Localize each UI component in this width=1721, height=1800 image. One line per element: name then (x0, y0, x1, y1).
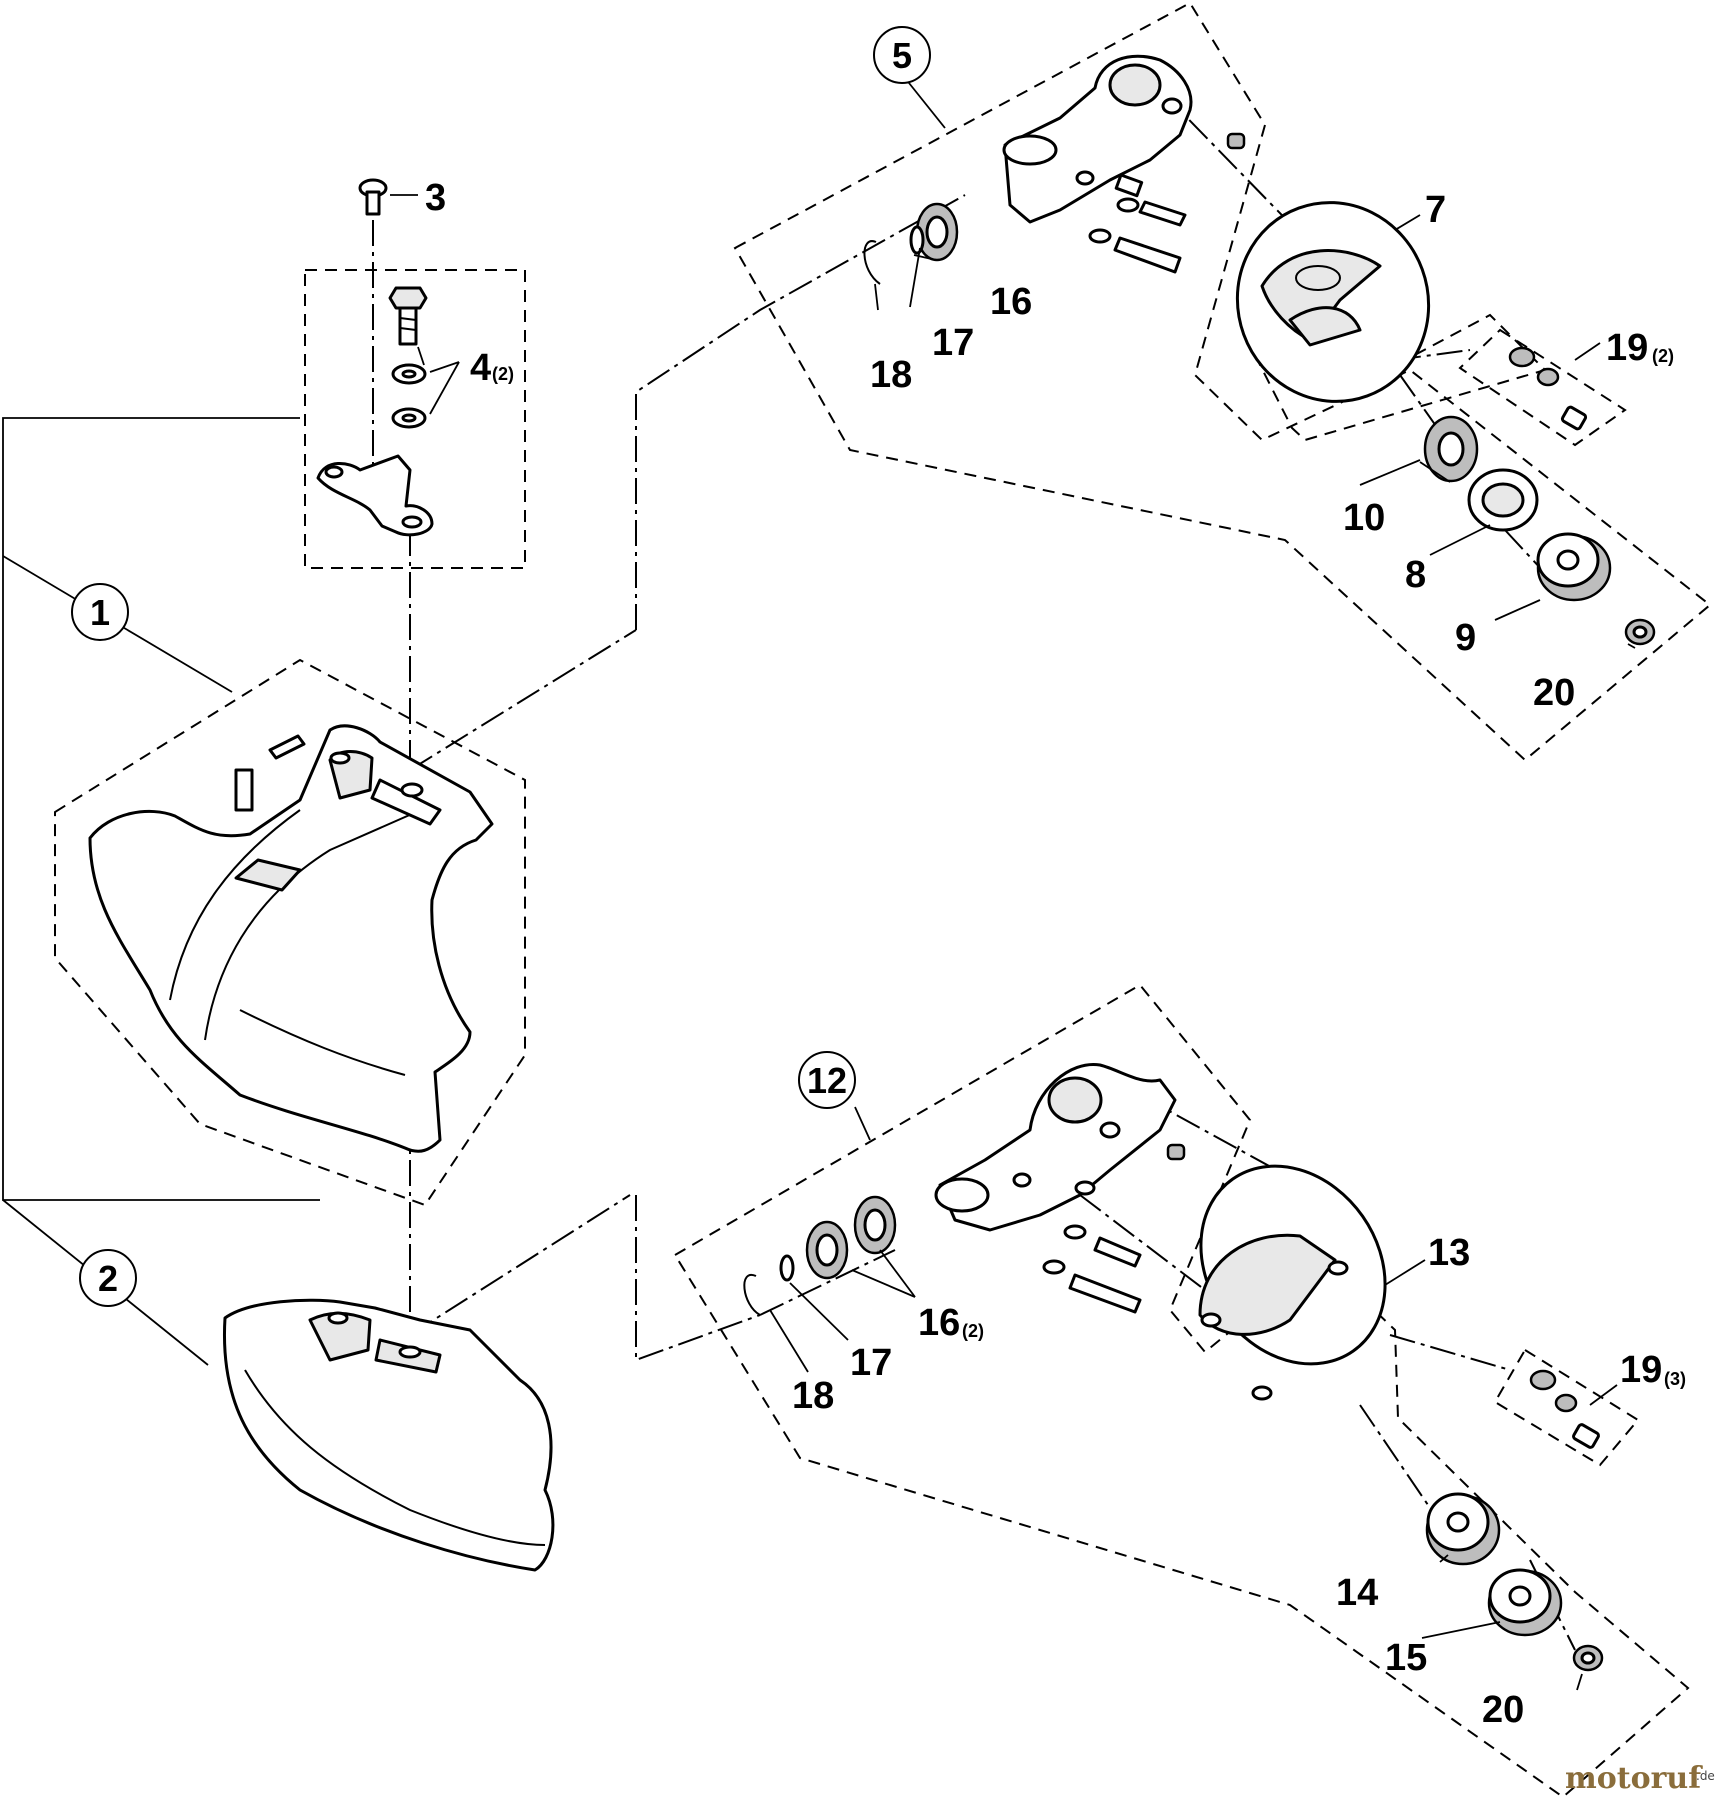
cover-part-7 (1235, 201, 1431, 403)
bolt-and-clamp-part-4 (316, 286, 434, 537)
callout-circle-12: 12 (798, 1051, 856, 1109)
bearing-and-clips-bottom (743, 1195, 897, 1316)
callout-10: 10 (1343, 497, 1385, 539)
callout-13: 13 (1428, 1232, 1470, 1274)
callout-4-qty: (2) (492, 364, 514, 384)
callout-16-bottom-qty: (2) (962, 1321, 984, 1341)
screw-washer-19-bottom (1529, 1369, 1600, 1449)
gearcase-part-12 (934, 1062, 1186, 1314)
callout-7: 7 (1425, 189, 1446, 231)
callout-number: 5 (892, 35, 912, 76)
watermark-text: motoruf (1565, 1761, 1703, 1796)
screw-part-3 (358, 178, 388, 216)
callout-18-top: 18 (870, 354, 912, 396)
gearcase-part-5 (1002, 54, 1246, 274)
callout-circle-2: 2 (79, 1249, 137, 1307)
callout-20-top: 20 (1533, 672, 1575, 714)
callout-18-bottom: 18 (792, 1375, 834, 1417)
bearing-and-clips-top (863, 202, 959, 285)
callout-19-top: 19 (1606, 327, 1648, 369)
callout-number: 1 (90, 592, 110, 633)
guard-part-2 (222, 1298, 555, 1572)
callout-17-bottom: 17 (850, 1342, 892, 1384)
callout-leader-lines (390, 77, 1636, 1691)
screw-washer-19-top (1508, 346, 1588, 431)
callout-17-top: 17 (932, 322, 974, 364)
callout-20-bottom: 20 (1482, 1689, 1524, 1731)
callout-number: 12 (807, 1060, 847, 1101)
guard-part-1 (88, 724, 494, 1153)
callout-labels: 3 4 (2) 7 16 17 18 19 (2) 10 8 9 20 13 1… (425, 177, 1686, 1731)
watermark-logo: motoruf .de (1565, 1761, 1715, 1796)
callout-9: 9 (1455, 617, 1476, 659)
bearing-gear-stack-top (1423, 415, 1656, 646)
callout-8: 8 (1405, 554, 1426, 596)
callout-number: 2 (98, 1258, 118, 1299)
callout-3: 3 (425, 177, 446, 219)
callout-19-bottom-qty: (3) (1664, 1369, 1686, 1389)
callout-19-bottom: 19 (1620, 1349, 1662, 1391)
gear-stack-bottom (1425, 1492, 1604, 1672)
callout-4: 4 (470, 347, 491, 389)
callout-14: 14 (1336, 1572, 1378, 1614)
callout-circle-1: 1 (71, 583, 129, 641)
callout-16-bottom: 16 (918, 1302, 960, 1344)
callout-16-top: 16 (990, 281, 1032, 323)
watermark-suffix: .de (1696, 1769, 1715, 1783)
callout-circle-5: 5 (873, 26, 931, 84)
cover-part-13 (1198, 1164, 1387, 1401)
callout-19-top-qty: (2) (1652, 346, 1674, 366)
callout-15: 15 (1385, 1637, 1427, 1679)
